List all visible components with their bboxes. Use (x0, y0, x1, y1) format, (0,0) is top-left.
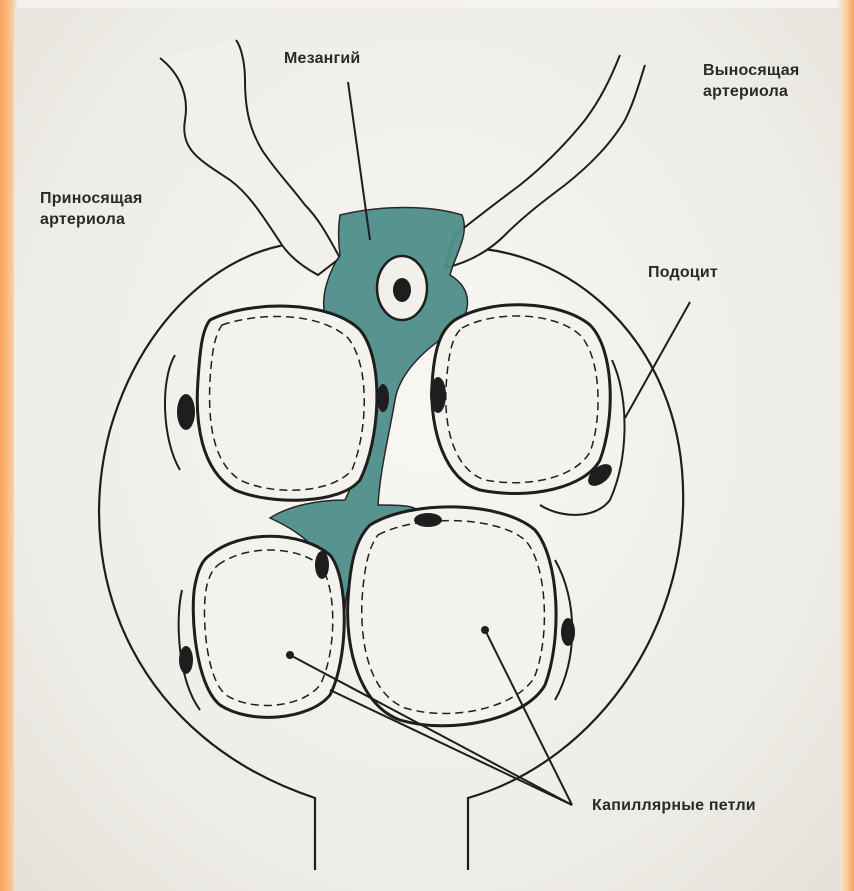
mesangial-nucleus (393, 278, 411, 302)
label-mesangium: Мезангий (284, 48, 360, 69)
capillary-loop-upper-right (430, 305, 625, 515)
capillary-loop-upper-left (165, 306, 377, 500)
afferent-arteriole (160, 40, 340, 275)
label-afferent-arteriole: Приносящая артериола (40, 188, 143, 230)
capillary-loop-lower-left (179, 536, 345, 717)
label-capillary-loops: Капиллярные петли (592, 795, 756, 816)
label-efferent-arteriole: Выносящая артериола (703, 60, 799, 102)
podocyte-leader (625, 302, 690, 418)
efferent-arteriole (445, 55, 645, 268)
capillary-loop-lower-right (348, 507, 575, 726)
endothelial-nucleus (377, 384, 389, 412)
label-podocyte: Подоцит (648, 262, 718, 283)
